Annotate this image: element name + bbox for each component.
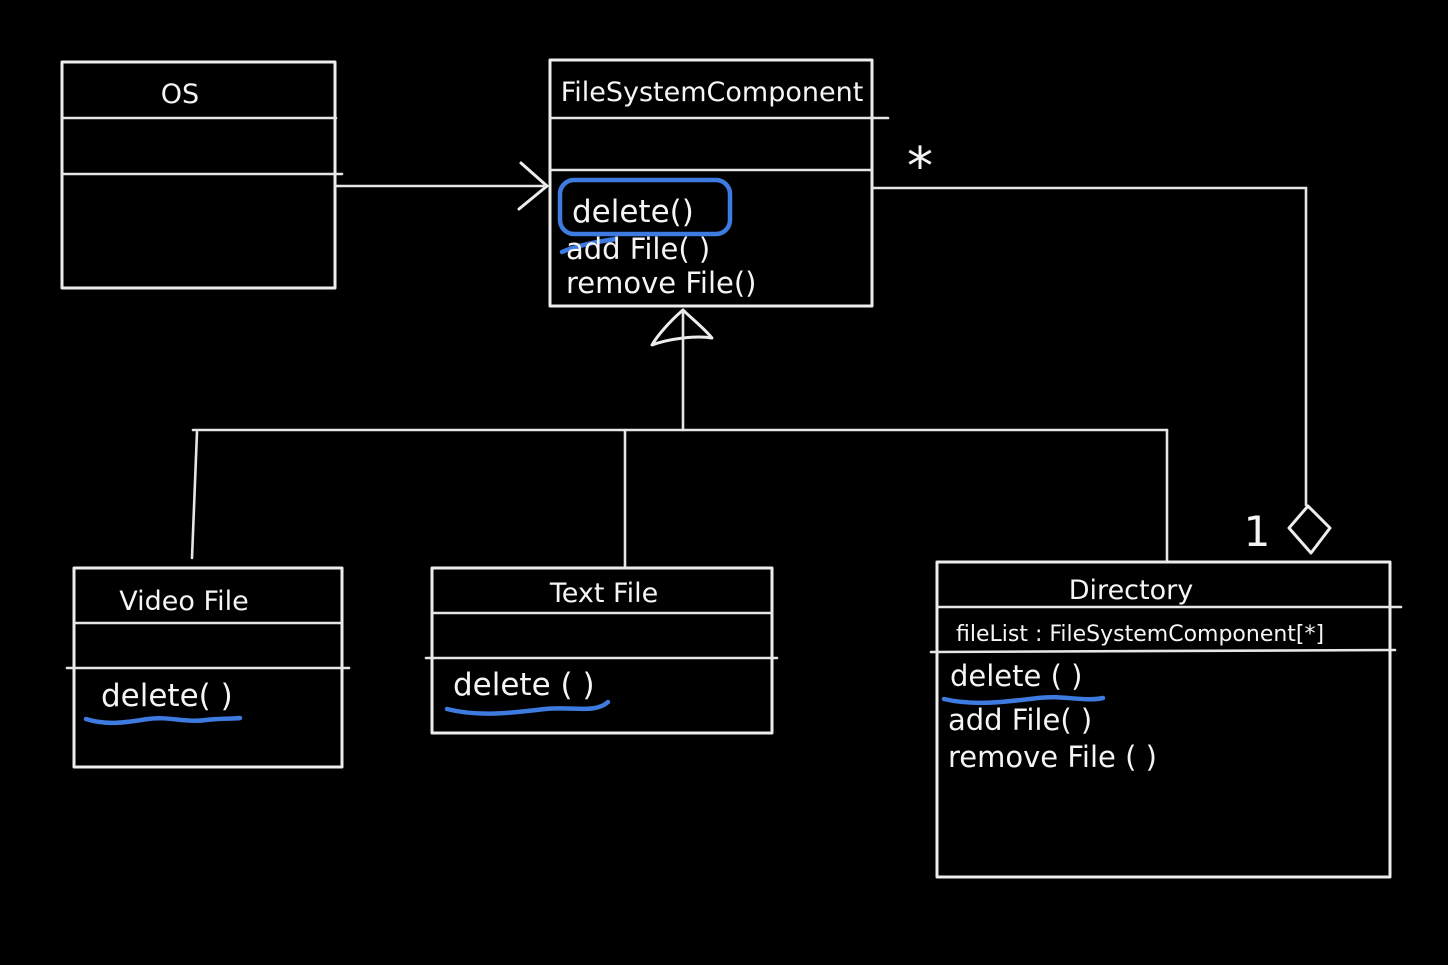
method-delete: delete ( ): [950, 659, 1082, 693]
class-file-system-component[interactable]: FileSystemComponent delete() add File( )…: [548, 58, 890, 308]
class-name: OS: [161, 79, 199, 110]
method-add-file: add File( ): [566, 232, 710, 266]
class-directory[interactable]: Directory fileList : FileSystemComponent…: [929, 560, 1403, 879]
method-delete: delete ( ): [453, 667, 595, 703]
aggregation-line: [870, 186, 1308, 507]
class-box: [935, 560, 1392, 879]
class-name: Directory: [1069, 575, 1193, 606]
method-remove-file: remove File(): [566, 266, 757, 300]
open-arrowhead-icon: [517, 161, 549, 211]
class-box: [548, 58, 874, 308]
aggregation-diamond-icon: [1287, 504, 1332, 555]
generalization-connector[interactable]: [190, 308, 1169, 569]
aggregation-connector[interactable]: * 1: [870, 137, 1332, 556]
class-name: FileSystemComponent: [561, 77, 864, 108]
highlight-underline-delete: [444, 699, 611, 716]
highlight-underline-delete: [83, 715, 243, 726]
multiplicity-one-label: 1: [1244, 507, 1271, 556]
association-os-to-component[interactable]: [333, 161, 549, 211]
attribute-file-list: fileList : FileSystemComponent[*]: [956, 622, 1324, 647]
class-box: [430, 566, 774, 735]
method-add-file: add File( ): [948, 703, 1092, 737]
class-text-file[interactable]: Text File delete ( ): [424, 566, 779, 735]
multiplicity-star-label: *: [907, 137, 933, 197]
class-divider: [929, 648, 1397, 654]
highlight-underline-delete: [941, 695, 1106, 706]
drop-line-video-file: [190, 430, 199, 560]
class-name: Text File: [549, 578, 658, 609]
class-name: Video File: [119, 586, 248, 617]
class-os[interactable]: OS: [60, 60, 344, 290]
method-delete: delete(): [572, 194, 694, 230]
class-video-file[interactable]: Video File delete( ): [65, 566, 351, 769]
method-delete: delete( ): [101, 678, 233, 714]
highlight-circle-delete: [557, 177, 733, 237]
highlight-circle-tail: [559, 236, 619, 255]
method-remove-file: remove File ( ): [948, 740, 1157, 774]
